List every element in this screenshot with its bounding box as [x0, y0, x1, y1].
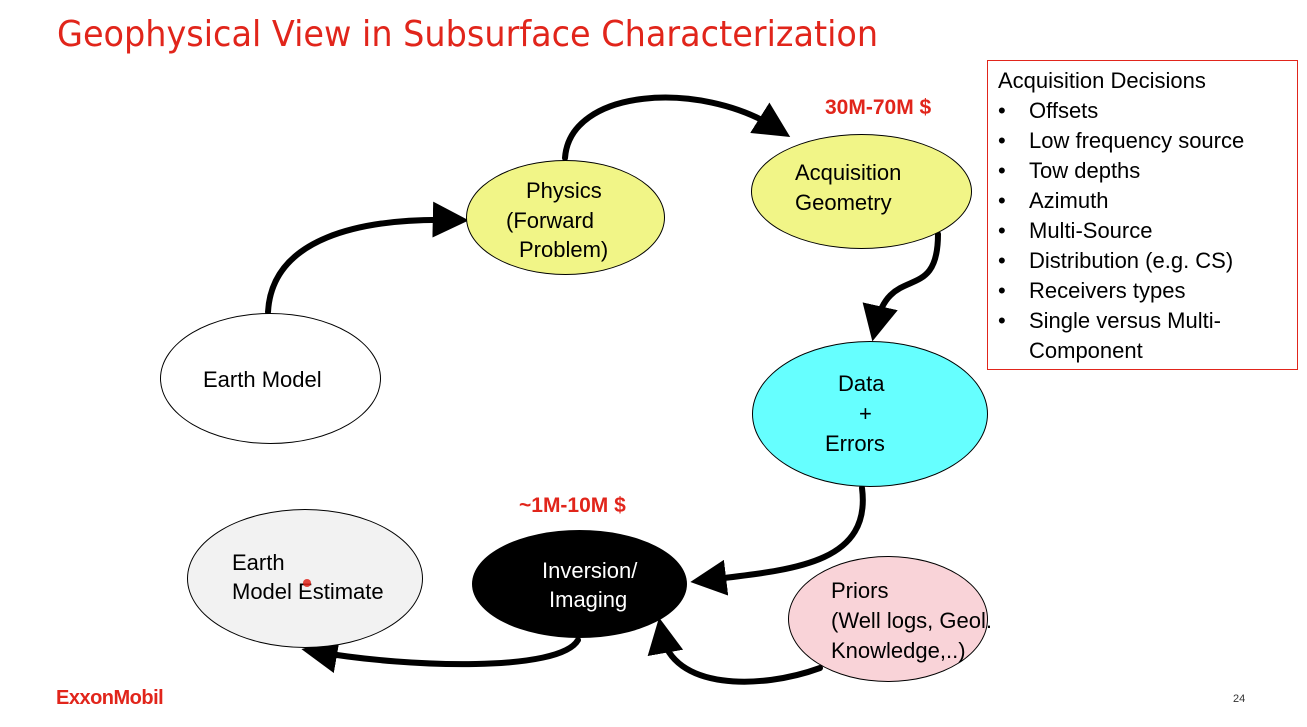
arrow-data-to-inversion: [690, 485, 866, 596]
decision-item: Offsets: [998, 96, 1297, 126]
data-label-line2: +: [859, 401, 872, 426]
decision-item: Receivers types: [998, 276, 1297, 306]
decision-item: Single versus Multi-: [998, 306, 1297, 336]
estimate-label-line1: Earth: [232, 550, 285, 575]
decision-item: Azimuth: [998, 186, 1297, 216]
physics-label-line3: Problem): [519, 237, 609, 262]
inversion-label-line2: Imaging: [549, 587, 628, 612]
arrow-inversion-to-estimate: [301, 637, 581, 674]
data-label-line3: Errors: [825, 431, 885, 456]
inversion-label-line1: Inversion/: [542, 558, 638, 583]
inversion-cost: ~1M-10M $: [519, 494, 626, 517]
arrow-acquisition-to-data: [862, 231, 941, 342]
exxonmobil-logo: ExxonMobil: [56, 687, 164, 709]
decision-item-continuation: Component: [1029, 338, 1143, 363]
decision-item: Distribution (e.g. CS): [998, 246, 1297, 276]
priors-label-line1: Priors: [831, 578, 889, 603]
decisions-list: Offsets Low frequency source Tow depths …: [998, 96, 1297, 366]
acquisition-label-line1: Acquisition: [795, 160, 902, 185]
data-label-line1: Data: [838, 371, 885, 396]
physics-label-line1: Physics: [526, 178, 602, 203]
acquisition-geometry-node: [751, 134, 972, 249]
arrow-earth-to-physics: [265, 201, 469, 315]
priors-label-line2: (Well logs, Geol.: [831, 608, 992, 633]
data-errors-node: [752, 341, 988, 487]
priors-label-line3: Knowledge,..): [831, 638, 966, 663]
priors-node: [788, 556, 988, 682]
acquisition-label-line2: Geometry: [795, 190, 892, 215]
earth-model-label: Earth Model: [203, 367, 322, 392]
acquisition-cost: 30M-70M $: [825, 96, 932, 119]
page-number: 24: [1233, 693, 1246, 705]
acquisition-decisions-box: Acquisition Decisions Offsets Low freque…: [987, 60, 1298, 370]
earth-model-node: [160, 313, 381, 444]
decision-item: Low frequency source: [998, 126, 1297, 156]
decision-item: Tow depths: [998, 156, 1297, 186]
physics-label-line2: (Forward: [506, 208, 595, 233]
decision-item: Multi-Source: [998, 216, 1297, 246]
physics-node: [466, 160, 665, 275]
decisions-heading: Acquisition Decisions: [998, 68, 1206, 93]
inversion-imaging-node: [472, 530, 687, 638]
pointer-dot: [303, 579, 311, 587]
arrow-priors-to-inversion: [647, 617, 823, 685]
earth-model-estimate-node: [187, 509, 423, 648]
arrow-physics-to-acquisition: [562, 94, 791, 161]
slide-title: Geophysical View in Subsurface Character…: [57, 14, 879, 55]
